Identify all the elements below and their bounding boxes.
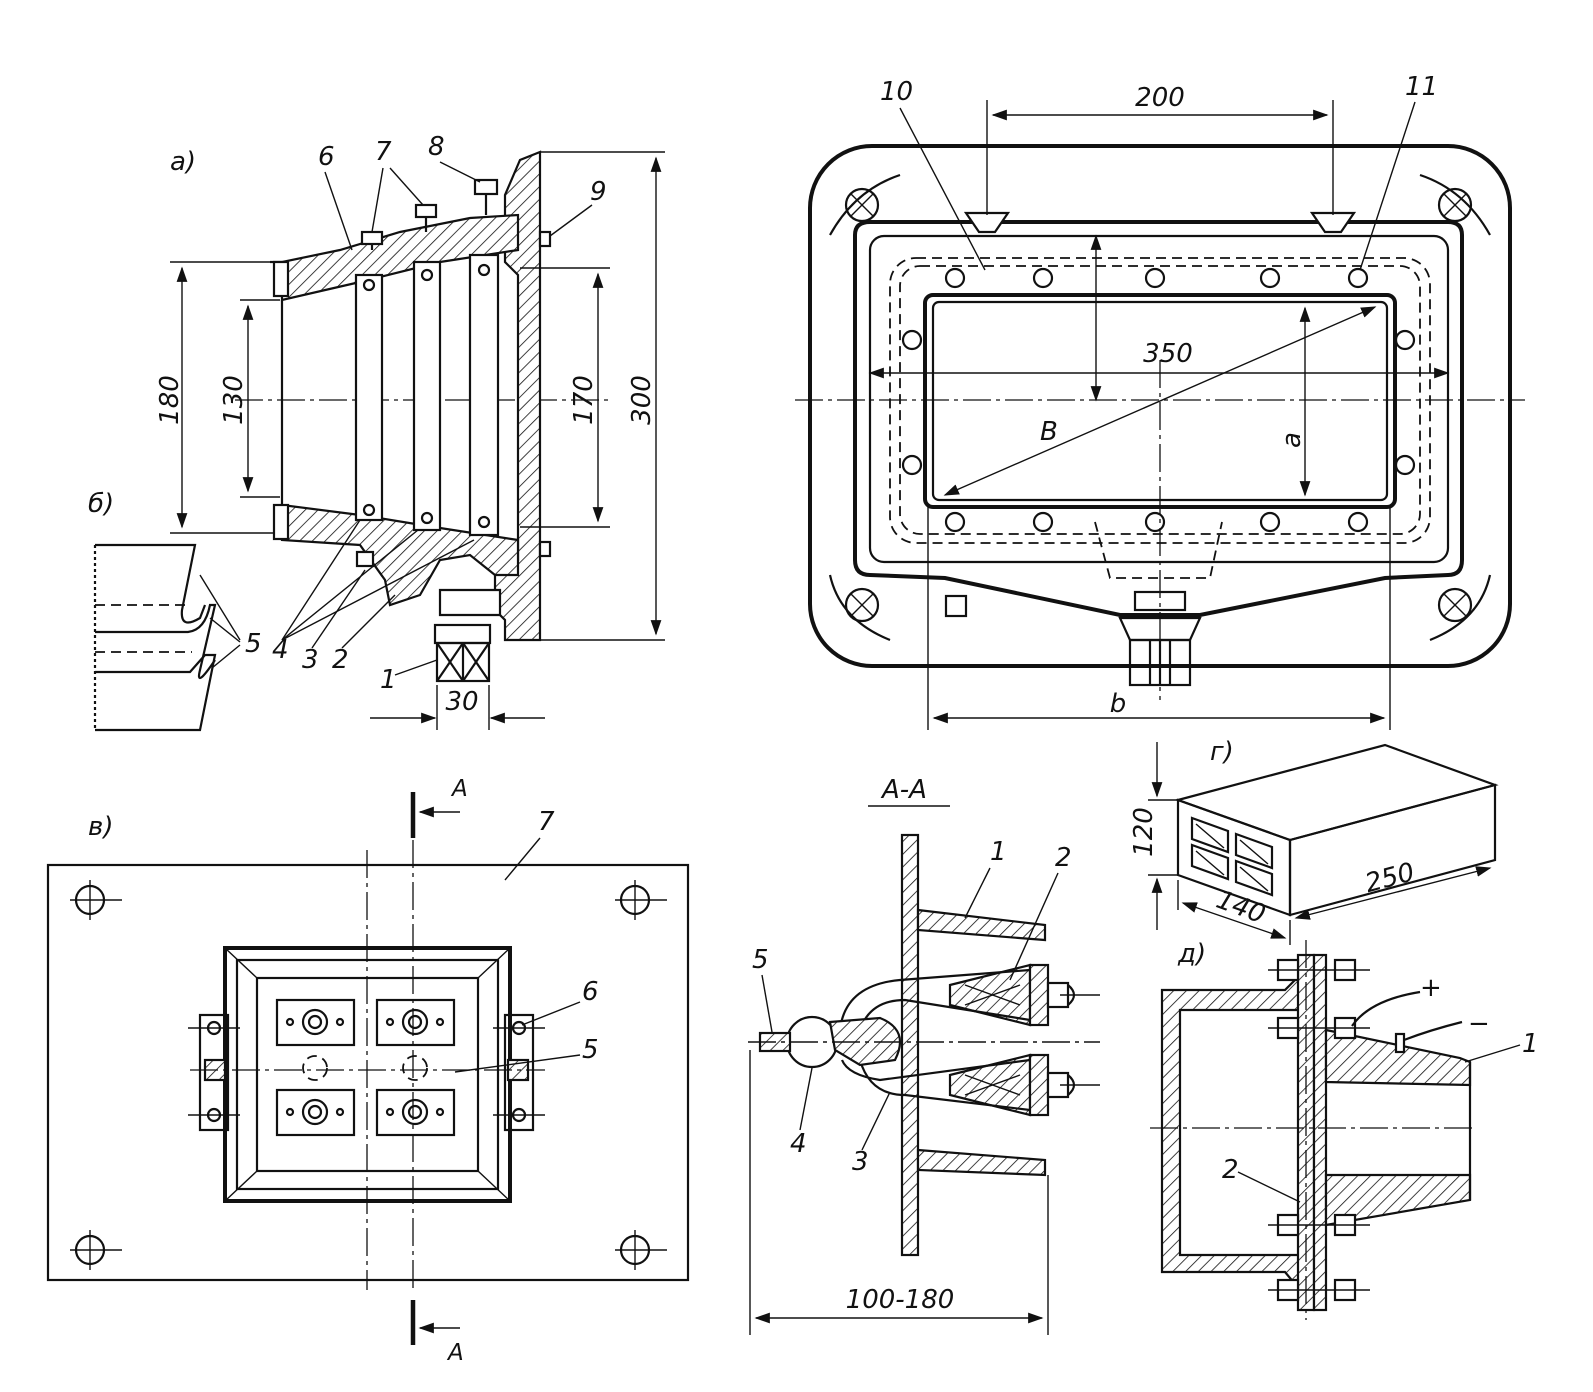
- labyrinth-plate-2: [95, 653, 217, 732]
- svg-text:5: 5: [582, 1035, 599, 1065]
- svg-text:350: 350: [1143, 339, 1193, 369]
- svg-text:3: 3: [302, 645, 319, 675]
- base-plate-holes: [70, 880, 667, 1270]
- section-aa: А-А 100-180 1: [748, 775, 1100, 1335]
- section-aa-label: А-А: [880, 775, 927, 805]
- frame-view-rectangular-cover: 200 350 B a b 10 11: [795, 72, 1525, 730]
- funnel-10: [963, 211, 1011, 234]
- base-plate: [46, 863, 690, 1282]
- svg-text:2: 2: [332, 645, 349, 675]
- svg-text:2: 2: [1222, 1155, 1239, 1185]
- view-b-labyrinth-seal: б) 5: [88, 489, 262, 732]
- view-d-label: д): [1177, 939, 1206, 969]
- view-a-flanged-housing: а): [155, 132, 665, 730]
- wire-minus: [1403, 1020, 1463, 1042]
- view-g-insulator-block: г) 120 140 250: [1129, 737, 1499, 945]
- coupling-bolts: [1268, 958, 1370, 1302]
- svg-text:a: a: [1277, 432, 1307, 448]
- view-v-label: в): [88, 812, 113, 842]
- block-cable-channels: [1190, 816, 1274, 897]
- view-a-label: а): [170, 147, 196, 177]
- top-bolts: [360, 178, 499, 250]
- cut-marker-bottom: А: [446, 1340, 464, 1366]
- svg-text:5: 5: [245, 629, 262, 659]
- svg-text:5: 5: [752, 945, 769, 975]
- view-a-callouts: 6 7 8 9 4 3 2 1: [272, 132, 607, 695]
- seal-ring-3: [468, 253, 500, 537]
- raised-rim: [853, 220, 1464, 617]
- svg-text:30: 30: [445, 687, 478, 717]
- sign-plus: +: [1420, 973, 1442, 1003]
- svg-text:6: 6: [582, 977, 599, 1007]
- section-upper-wall: [916, 908, 1047, 942]
- svg-text:11: 11: [1405, 72, 1438, 102]
- bottom-boss: [438, 588, 502, 617]
- svg-text:9: 9: [590, 177, 607, 207]
- svg-text:170: 170: [569, 375, 599, 425]
- view-g-label: г): [1210, 737, 1234, 767]
- bottom-left-stud: [272, 503, 290, 541]
- svg-text:130: 130: [219, 375, 249, 425]
- svg-text:300: 300: [627, 375, 657, 425]
- view-d-connector-coupling: д) + − 1 2: [1150, 939, 1539, 1320]
- svg-text:7: 7: [538, 807, 555, 837]
- svg-text:2: 2: [1055, 843, 1072, 873]
- svg-text:7: 7: [375, 137, 392, 167]
- sign-minus: −: [1468, 1009, 1490, 1039]
- view-b-label: б): [88, 489, 114, 519]
- svg-text:120: 120: [1129, 807, 1159, 857]
- funnel-11: [1309, 211, 1357, 234]
- view-a-dimensions: 180 130 170 300 30: [155, 151, 665, 730]
- svg-text:B: B: [1040, 417, 1058, 447]
- corner-holes: [828, 173, 1492, 642]
- svg-text:6: 6: [318, 142, 335, 172]
- svg-text:1: 1: [990, 837, 1007, 867]
- wire-plus: [1351, 990, 1421, 1027]
- gland-nut: [433, 623, 492, 645]
- svg-text:200: 200: [1135, 83, 1185, 113]
- svg-text:4: 4: [272, 635, 289, 665]
- svg-text:1: 1: [1522, 1029, 1539, 1059]
- svg-text:4: 4: [790, 1129, 807, 1159]
- svg-text:b: b: [1110, 689, 1127, 719]
- labyrinth-plate-1: [95, 543, 207, 624]
- svg-text:100-180: 100-180: [846, 1285, 955, 1315]
- cut-marker-top: А: [450, 776, 468, 802]
- svg-text:250: 250: [1362, 857, 1418, 899]
- frame-dimensions: 200 350 B a b: [868, 83, 1450, 730]
- seal-ring-2: [412, 260, 442, 532]
- svg-text:180: 180: [155, 375, 185, 425]
- terminal-blocks: [275, 998, 456, 1137]
- view-v-terminal-plate: в): [46, 776, 690, 1366]
- svg-text:10: 10: [880, 77, 913, 107]
- top-left-stud: [272, 260, 290, 298]
- block-side-face: [1288, 783, 1497, 917]
- seal-ring-1: [354, 273, 384, 522]
- frame-bolts: [901, 267, 1416, 533]
- section-lower-wall: [916, 1148, 1047, 1177]
- section-wall-plate: [900, 833, 920, 1257]
- svg-text:1: 1: [380, 665, 397, 695]
- svg-text:3: 3: [852, 1147, 869, 1177]
- svg-text:8: 8: [428, 132, 445, 162]
- bolt-9: [538, 230, 552, 248]
- flange-right: [1312, 953, 1328, 1312]
